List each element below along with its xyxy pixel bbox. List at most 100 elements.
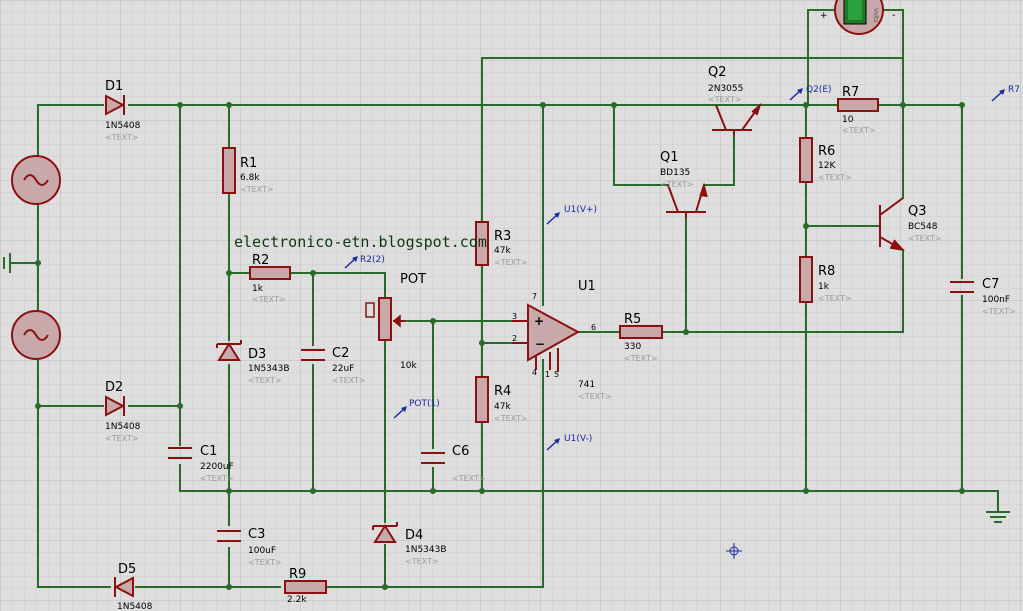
r7-ref: R7	[842, 85, 859, 100]
q3-text: <TEXT>	[908, 234, 942, 243]
u1-pin3: 3	[512, 312, 517, 321]
d5-ref: D5	[118, 562, 136, 577]
resistor-R3[interactable]: R3 47k <TEXT>	[475, 221, 528, 267]
resistor-R8[interactable]: R8 1k <TEXT>	[799, 256, 852, 303]
d4-value: 1N5343B	[405, 545, 447, 555]
diode-D1[interactable]: D1 1N5408 <TEXT>	[105, 79, 141, 142]
r2-value: 1k	[252, 284, 264, 294]
zener-D4[interactable]: D4 1N5343B <TEXT>	[372, 522, 447, 566]
q1-value: BD135	[660, 168, 690, 178]
d5-value: 1N5408	[117, 602, 153, 611]
u1-value: 741	[578, 380, 595, 390]
c1-text: <TEXT>	[200, 474, 234, 483]
q1-text: <TEXT>	[660, 180, 694, 189]
transistor-Q2[interactable]: Q2 2N3055 <TEXT>	[708, 65, 762, 135]
u1-ref: U1	[578, 279, 596, 294]
pot-ref: POT	[400, 272, 426, 287]
capacitor-C3[interactable]: C3 100uF <TEXT>	[217, 527, 282, 567]
r3-text: <TEXT>	[494, 258, 528, 267]
u1-pin6: 6	[591, 323, 596, 332]
voltmeter[interactable]: + - Volts	[820, 0, 896, 35]
probe-u1n-label: U1(V-)	[564, 434, 592, 444]
d4-text: <TEXT>	[405, 557, 439, 566]
q2-value: 2N3055	[708, 84, 743, 94]
r5-text: <TEXT>	[624, 354, 658, 363]
ac-source-top[interactable]	[11, 155, 61, 205]
r4-ref: R4	[494, 384, 511, 399]
q2-ref: Q2	[708, 65, 727, 80]
probe-r7[interactable]: R7	[991, 85, 1020, 102]
u1-pin4: 4	[532, 368, 537, 377]
r1-value: 6.8k	[240, 173, 260, 183]
r6-text: <TEXT>	[818, 173, 852, 182]
junction-dots	[35, 102, 965, 590]
r8-text: <TEXT>	[818, 294, 852, 303]
r3-ref: R3	[494, 229, 511, 244]
c2-text: <TEXT>	[332, 376, 366, 385]
probe-q2e-label: Q2(E)	[806, 85, 832, 95]
voltmeter-label: Volts	[872, 8, 879, 22]
probe-q2e[interactable]: Q2(E)	[789, 85, 832, 101]
c7-text: <TEXT>	[982, 307, 1016, 316]
resistor-R1[interactable]: R1 6.8k <TEXT>	[222, 147, 274, 194]
voltmeter-minus: -	[892, 10, 896, 21]
r7-text: <TEXT>	[842, 126, 876, 135]
r1-text: <TEXT>	[240, 185, 274, 194]
probe-pot[interactable]: POT(1)	[393, 399, 440, 419]
probe-u1p[interactable]: U1(V+)	[546, 205, 597, 225]
diode-D5[interactable]: D5 1N5408	[113, 562, 153, 611]
capacitor-C1[interactable]: C1 2200uF <TEXT>	[168, 444, 234, 483]
c6-text: <TEXT>	[452, 474, 486, 483]
u1-pin1: 1	[545, 370, 550, 379]
resistor-R5[interactable]: R5 330 <TEXT>	[619, 312, 663, 363]
r1-ref: R1	[240, 156, 257, 171]
probe-u1p-label: U1(V+)	[564, 205, 597, 215]
r8-ref: R8	[818, 264, 835, 279]
ac-source-bottom[interactable]	[11, 310, 61, 360]
c2-value: 22uF	[332, 364, 354, 374]
diode-D2[interactable]: D2 1N5408 <TEXT>	[105, 380, 141, 443]
r7-value: 10	[842, 115, 854, 125]
c1-value: 2200uF	[200, 462, 234, 472]
r4-value: 47k	[494, 402, 511, 412]
transistor-Q1[interactable]: Q1 BD135 <TEXT>	[660, 150, 708, 218]
r6-ref: R6	[818, 144, 835, 159]
capacitor-C7[interactable]: C7 100nF <TEXT>	[950, 277, 1016, 316]
capacitor-C2[interactable]: C2 22uF <TEXT>	[301, 346, 366, 385]
q2-text: <TEXT>	[708, 95, 742, 104]
resistor-R9[interactable]: R9 2.2k	[284, 567, 327, 605]
opamp-plus-icon: +	[534, 314, 544, 328]
c2-ref: C2	[332, 346, 349, 361]
resistor-R2[interactable]: R2 1k <TEXT>	[249, 253, 291, 304]
probe-u1n[interactable]: U1(V-)	[546, 434, 592, 451]
capacitor-C6[interactable]: C6 <TEXT>	[421, 444, 486, 483]
r3-value: 47k	[494, 246, 511, 256]
d3-text: <TEXT>	[248, 376, 282, 385]
zener-D3[interactable]: D3 1N5343B <TEXT>	[216, 340, 290, 385]
c7-value: 100nF	[982, 295, 1010, 305]
c3-value: 100uF	[248, 546, 276, 556]
r9-value: 2.2k	[287, 595, 307, 605]
resistor-R6[interactable]: R6 12K <TEXT>	[799, 137, 852, 183]
potentiometer-POT[interactable]: POT 10k	[365, 272, 426, 371]
probe-r2[interactable]: R2(2)	[344, 255, 385, 269]
u1-pin5: 5	[554, 370, 559, 379]
r4-text: <TEXT>	[494, 414, 528, 423]
resistor-R4[interactable]: R4 47k <TEXT>	[475, 376, 528, 423]
probe-pot-label: POT(1)	[409, 399, 440, 409]
transistor-Q3[interactable]: Q3 BC548 <TEXT>	[878, 197, 942, 252]
q3-ref: Q3	[908, 204, 927, 219]
r9-ref: R9	[289, 567, 306, 582]
d1-text: <TEXT>	[105, 133, 139, 142]
voltmeter-plus: +	[820, 11, 828, 21]
blog-watermark: electronico-etn.blogspot.com	[234, 233, 487, 251]
c3-text: <TEXT>	[248, 558, 282, 567]
r8-value: 1k	[818, 282, 830, 292]
resistor-R7[interactable]: R7 10 <TEXT>	[837, 85, 879, 135]
opamp-U1[interactable]: + − 7 3 2 6 4 1 5 U1 741 <TEXT>	[512, 279, 612, 401]
pot-value: 10k	[400, 361, 417, 371]
ground-right-icon	[986, 511, 1010, 523]
d3-value: 1N5343B	[248, 364, 290, 374]
